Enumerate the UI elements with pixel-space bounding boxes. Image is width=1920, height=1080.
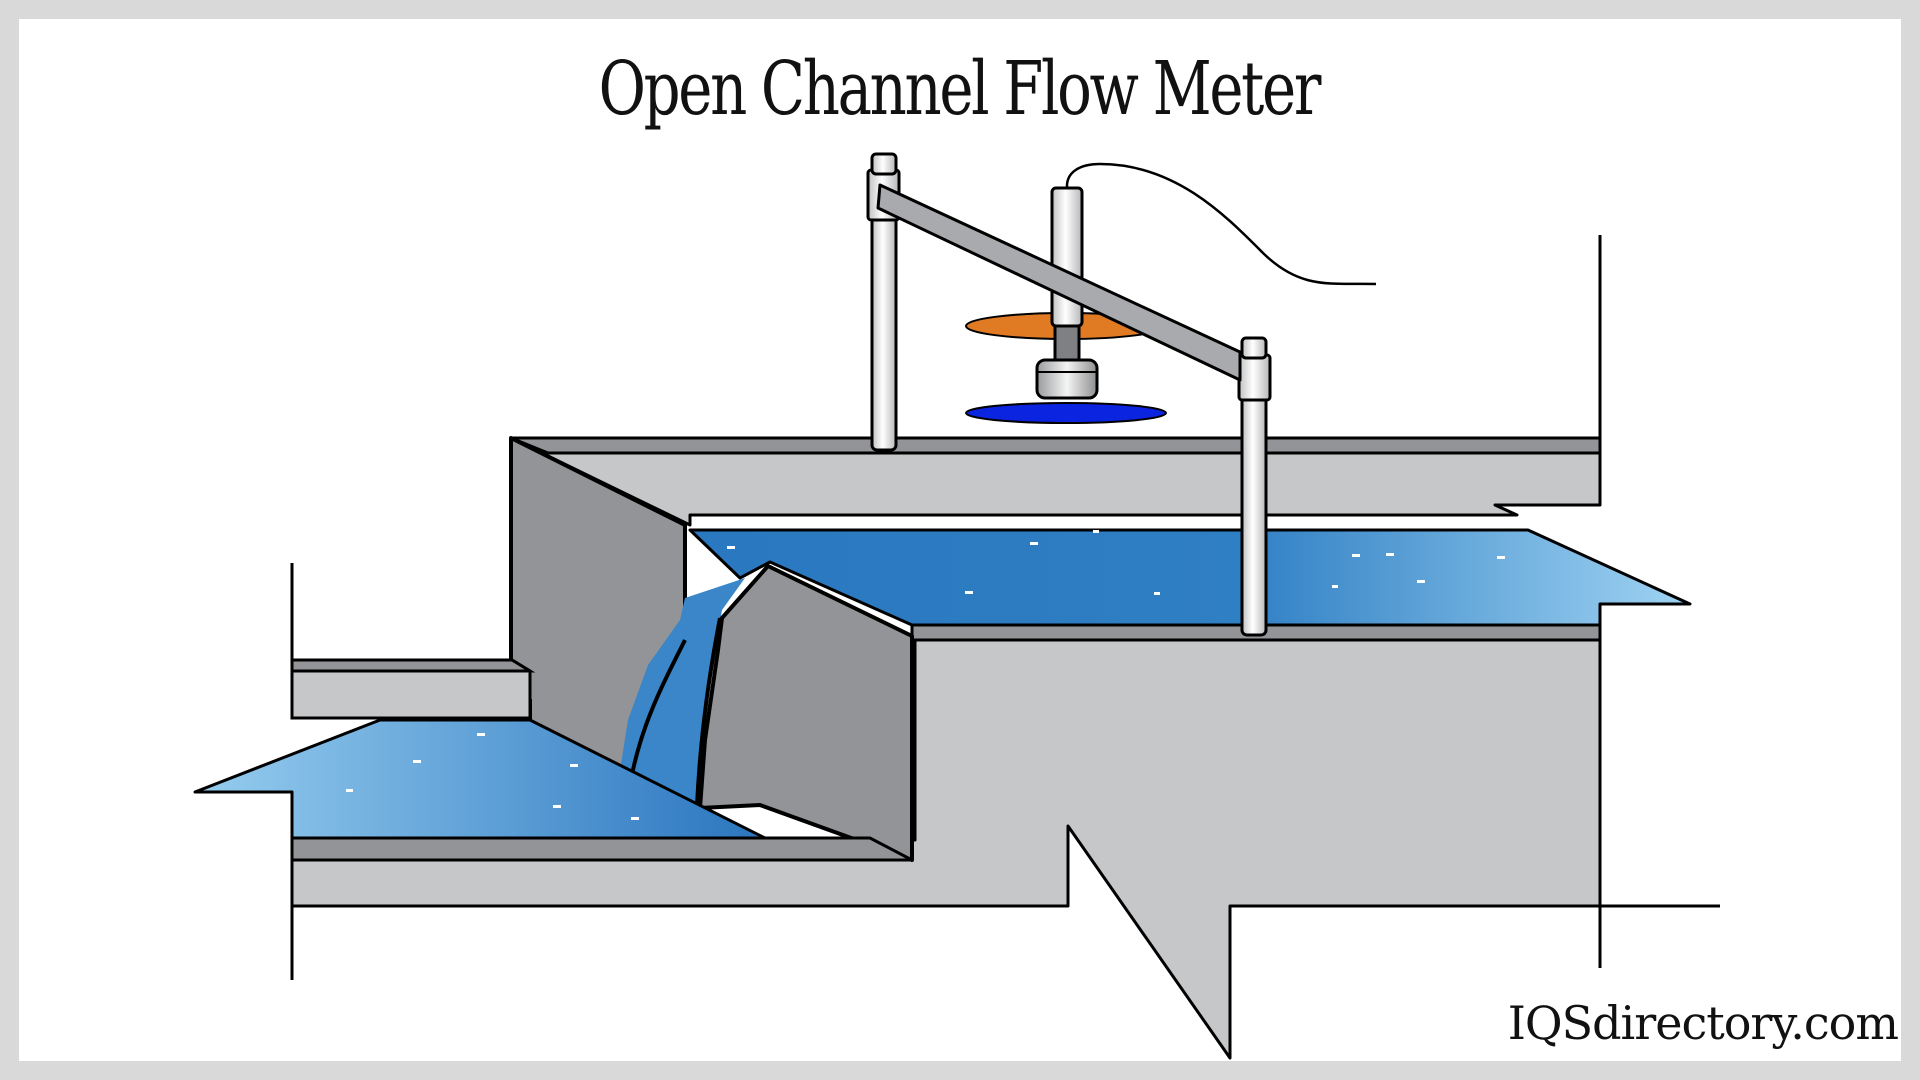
support-crossbar	[876, 183, 1242, 382]
left-ledge-edge	[290, 658, 536, 673]
upper-channel-rim-edge	[510, 436, 1602, 455]
sensor-cable	[1065, 162, 1377, 286]
nappe-edge-right	[695, 617, 722, 807]
water-sparkles	[346, 530, 1505, 820]
watermark-brand: IQSdirectory.com	[1507, 996, 1899, 1050]
sensor-target-ellipse	[965, 402, 1167, 424]
falling-water-nappe	[620, 578, 745, 807]
left-support-pole	[866, 152, 901, 452]
right-support-pole	[1237, 336, 1272, 637]
downstream-channel-floor-edge	[290, 836, 913, 862]
diagram-title: Open Channel Flow Meter	[598, 46, 1322, 132]
lower-foundation-block	[290, 635, 1602, 1060]
